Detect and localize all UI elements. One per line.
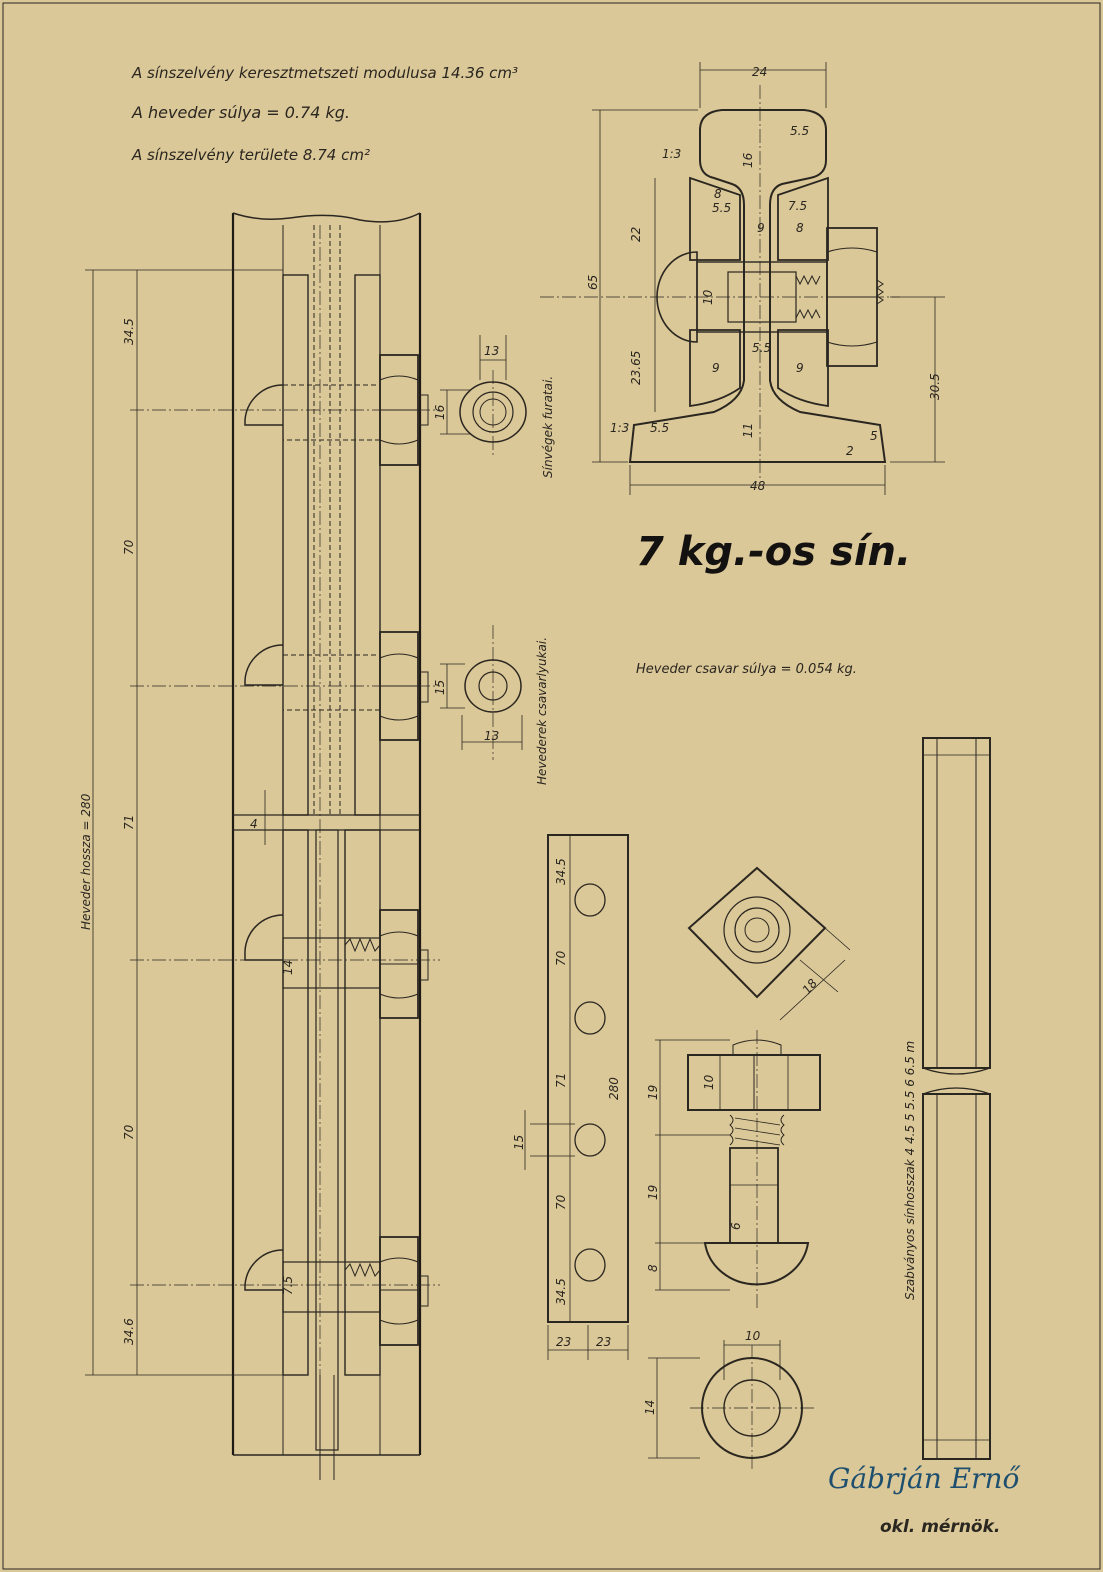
fishplate-hole-detail	[440, 625, 523, 760]
fishplate-strip-view	[524, 834, 629, 1360]
dim-section-20: 2	[846, 444, 854, 458]
note-fishplate-weight: A heveder súlya = 0.74 kg.	[131, 103, 350, 122]
dim-strip-8: 23	[596, 1335, 611, 1349]
label-rail-lengths: Szabványos sínhosszak 4 4.5 5 5.5 6 6.5 …	[903, 1041, 917, 1300]
dim-bolt-6: 10	[745, 1329, 761, 1343]
dim-main-4: 34.6	[122, 1318, 136, 1345]
signature-name: Gábrján Ernő	[828, 1462, 1022, 1495]
dim-plate-hole-1: 13	[484, 729, 499, 743]
rail-cross-section	[540, 62, 945, 495]
dim-bolt-0: 18	[800, 976, 821, 997]
bolt-3	[244, 909, 429, 1019]
bolt-4	[244, 1236, 429, 1346]
dim-section-10: 65	[586, 275, 600, 290]
dim-section-18: 5.5	[650, 421, 669, 435]
dim-section-13: 5.5	[752, 341, 771, 355]
label-fishplate-holes: Hevederek csavarlyukai.	[535, 637, 549, 785]
dim-section-15: 9	[796, 361, 804, 375]
dim-strip-7: 23	[556, 1335, 571, 1349]
note-bolt-weight: Heveder csavar súlya = 0.054 kg.	[636, 662, 857, 677]
dim-bolt-3: 19	[646, 1185, 660, 1200]
dim-rail-hole-1: 16	[433, 404, 447, 420]
dim-section-1: 5.5	[790, 124, 809, 138]
dim-section-5: 5.5	[712, 201, 731, 215]
note-modulus: A sínszelvény keresztmetszeti modulusa 1…	[131, 64, 518, 82]
dim-bolt-5: 8	[646, 1264, 660, 1272]
dim-bolt-2: 19	[646, 1085, 660, 1100]
dim-main-5: 4	[250, 817, 258, 831]
bolt-detail	[648, 866, 851, 1470]
dim-section-14: 9	[712, 361, 720, 375]
dim-section-0: 24	[752, 65, 767, 79]
dim-bolt-4: 6	[729, 1222, 743, 1230]
dim-section-11: 10	[701, 289, 715, 305]
dim-main-0: 34.5	[122, 318, 136, 345]
dim-section-21: 48	[750, 479, 766, 493]
dim-main-1: 70	[122, 539, 136, 555]
dim-section-2: 1:3	[662, 147, 681, 161]
dim-section-6: 9	[757, 221, 765, 235]
label-rail-end-holes: Sínvégek furatai.	[541, 376, 555, 478]
dim-bolt-7: 14	[643, 1400, 657, 1415]
dim-bolt-1: 10	[702, 1074, 716, 1090]
label-fishplate-length: Heveder hossza = 280	[79, 793, 93, 930]
dim-strip-2: 71	[554, 1073, 568, 1088]
dim-section-16: 11	[741, 423, 755, 438]
dim-strip-1: 70	[554, 950, 568, 966]
dim-section-19: 5	[870, 429, 878, 443]
dim-inner-1: 7.5	[281, 1276, 295, 1295]
dim-rail-hole-0: 13	[484, 344, 499, 358]
dim-section-4: 8	[714, 187, 722, 201]
dim-section-8: 8	[796, 221, 804, 235]
rail-end-hole-detail	[440, 335, 527, 455]
dim-inner-0: 14	[281, 960, 295, 975]
dim-main-2: 71	[122, 815, 136, 830]
dim-strip-6: 15	[512, 1135, 526, 1150]
signature-title: okl. mérnök.	[880, 1517, 1000, 1537]
note-area: A sínszelvény területe 8.74 cm²	[131, 146, 370, 164]
dim-strip-4: 70	[554, 1194, 568, 1210]
dim-main-3: 70	[122, 1124, 136, 1140]
dim-section-9: 22	[629, 227, 643, 242]
dim-strip-5: 34.5	[554, 1278, 568, 1305]
drawing-title: 7 kg.-os sín.	[636, 529, 911, 575]
dim-section-22: 30.5	[928, 373, 942, 400]
dim-strip-0: 34.5	[554, 858, 568, 885]
dim-section-3: 16	[741, 152, 755, 168]
rail-joint-side-view	[85, 212, 440, 1480]
dim-plate-hole-0: 15	[433, 680, 447, 695]
dim-section-12: 23.65	[629, 351, 643, 385]
rail-length-view	[922, 737, 991, 1460]
dim-section-17: 1:3	[610, 421, 629, 435]
dim-section-7: 7.5	[788, 199, 807, 213]
dim-strip-3: 280	[607, 1077, 621, 1100]
